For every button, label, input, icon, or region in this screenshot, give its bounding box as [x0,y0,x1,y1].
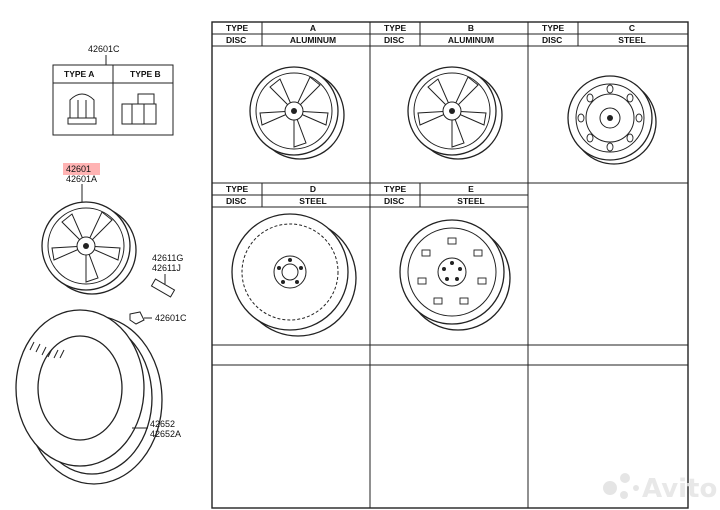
type-header-a: TYPE [226,23,249,33]
type-header-d: TYPE [226,184,249,194]
type-table-grid [211,21,689,509]
lug-nut-part-number: 42601C [155,313,187,323]
wheel-part-number-2: 42601A [66,174,97,184]
disc-header-a: DISC [226,35,246,45]
wheel-type-b-icon [407,66,503,160]
lug-nut-icon [129,311,145,325]
tire-icon [15,309,163,485]
svg-text:Avito: Avito [642,474,717,504]
valve-part-number-1: 42611G [152,253,183,263]
wheel-type-d-icon [231,213,357,337]
lug-nut-type-b-icon [121,93,157,125]
wheel-part-number-1[interactable]: 42601 [66,164,91,174]
type-value-a: A [310,23,316,33]
disc-header-b: DISC [384,35,404,45]
tire-part-number-2: 42652A [150,429,181,439]
disc-value-d: STEEL [299,196,326,206]
disc-value-c: STEEL [618,35,645,45]
nut-type-b-label: TYPE B [130,69,161,79]
alloy-wheel-icon [41,201,137,295]
type-header-e: TYPE [384,184,407,194]
type-header-c: TYPE [542,23,565,33]
disc-header-c: DISC [542,35,562,45]
part-highlight [63,163,100,175]
nut-part-number: 42601C [88,44,120,54]
tire-part-number-1: 42652 [150,419,175,429]
wheel-type-e-icon [399,219,511,331]
lug-nut-type-a-icon [67,93,97,125]
nut-type-box [52,64,174,136]
type-header-b: TYPE [384,23,407,33]
disc-value-e: STEEL [457,196,484,206]
valve-part-number-2: 42611J [152,263,181,273]
disc-header-e: DISC [384,196,404,206]
type-value-c: C [629,23,635,33]
type-value-d: D [310,184,316,194]
disc-value-b: ALUMINUM [448,35,494,45]
wheel-type-c-icon [567,75,657,165]
avito-watermark: Avito [603,473,717,504]
type-value-e: E [468,184,474,194]
type-value-b: B [468,23,474,33]
valve-stem-icon [150,274,176,298]
nut-type-a-label: TYPE A [64,69,94,79]
wheel-type-a-icon [249,66,345,160]
disc-header-d: DISC [226,196,246,206]
disc-value-a: ALUMINUM [290,35,336,45]
